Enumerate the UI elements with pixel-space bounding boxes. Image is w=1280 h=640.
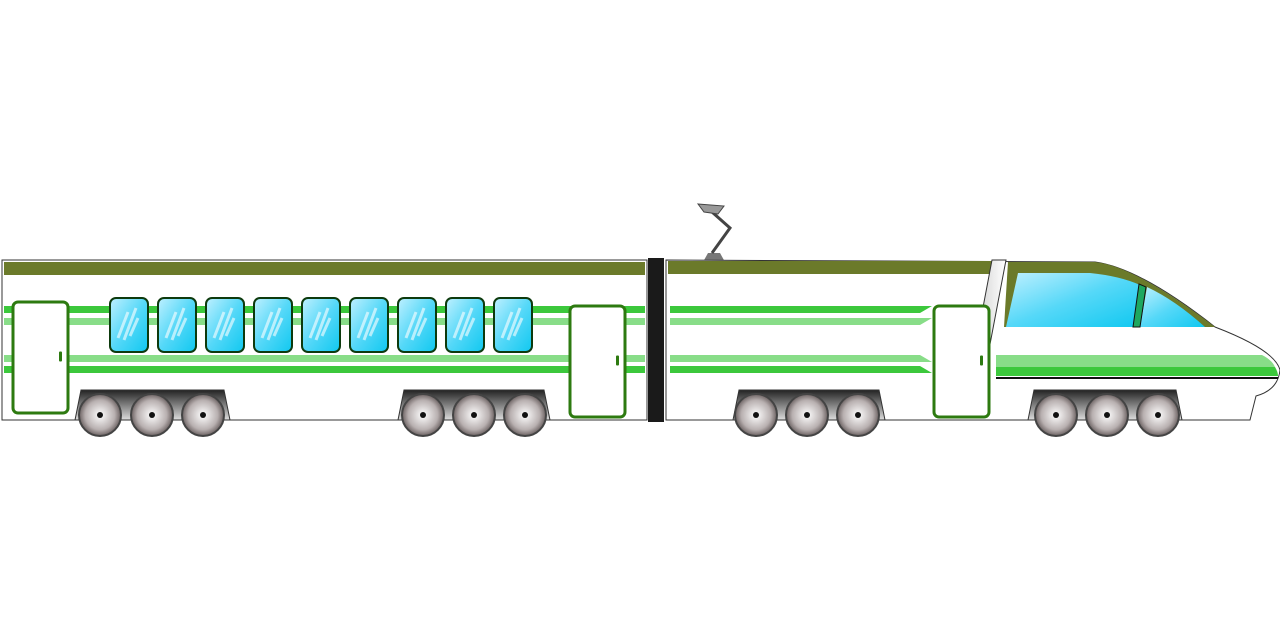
body-stripe [670, 306, 932, 313]
wheel-hub [855, 412, 861, 418]
wheel-hub [97, 412, 103, 418]
window-reflection [404, 307, 428, 341]
body-stripe [4, 355, 645, 362]
nose-stripe [996, 367, 1278, 376]
windshield-main [1006, 273, 1140, 327]
door-handle [59, 351, 62, 362]
wheel-hub [471, 412, 477, 418]
window-reflection [500, 307, 524, 341]
bogie [74, 389, 231, 437]
passenger-window [445, 297, 485, 353]
windshield-divider [1132, 283, 1147, 328]
passenger-window [109, 297, 149, 353]
passenger-window [493, 297, 533, 353]
door-frame [568, 304, 627, 419]
window-reflection [212, 307, 236, 341]
passenger-window [397, 297, 437, 353]
window-reflection [356, 307, 380, 341]
door [568, 304, 627, 419]
wheel-hub [1053, 412, 1059, 418]
door-handle [980, 355, 983, 366]
bogie [1027, 389, 1183, 437]
wheel-hub [522, 412, 528, 418]
car-coupler [648, 258, 664, 422]
wheel-hub [149, 412, 155, 418]
passenger-window [349, 297, 389, 353]
door-handle [616, 355, 619, 366]
nose-stripe [996, 355, 1275, 367]
bogie [397, 389, 551, 437]
pantograph [696, 203, 733, 262]
door-frame [11, 300, 70, 415]
door [932, 304, 991, 419]
window-reflection [260, 307, 284, 341]
window-reflection [308, 307, 332, 341]
windshield-side [1140, 287, 1205, 327]
roof-stripe [668, 261, 994, 274]
wheel-hub [200, 412, 206, 418]
pantograph-head [696, 203, 725, 215]
pantograph-arm [710, 210, 733, 254]
body-stripe [4, 366, 645, 373]
body-stripe [670, 366, 932, 373]
door-frame [932, 304, 991, 419]
wheel-hub [1155, 412, 1161, 418]
body-stripe [670, 318, 932, 325]
roof-stripe [4, 262, 645, 275]
locomotive-stripes [670, 306, 932, 373]
passenger-window [301, 297, 341, 353]
wheel-hub [804, 412, 810, 418]
wheel-hub [753, 412, 759, 418]
window-reflection [452, 307, 476, 341]
wheel-hub [420, 412, 426, 418]
wheel-hub [1104, 412, 1110, 418]
door [11, 300, 70, 415]
body-stripe [670, 355, 932, 362]
bogie [732, 389, 886, 437]
window-reflection [164, 307, 188, 341]
passenger-window [157, 297, 197, 353]
passenger-window [205, 297, 245, 353]
window-reflection [116, 307, 140, 341]
passenger-window [253, 297, 293, 353]
